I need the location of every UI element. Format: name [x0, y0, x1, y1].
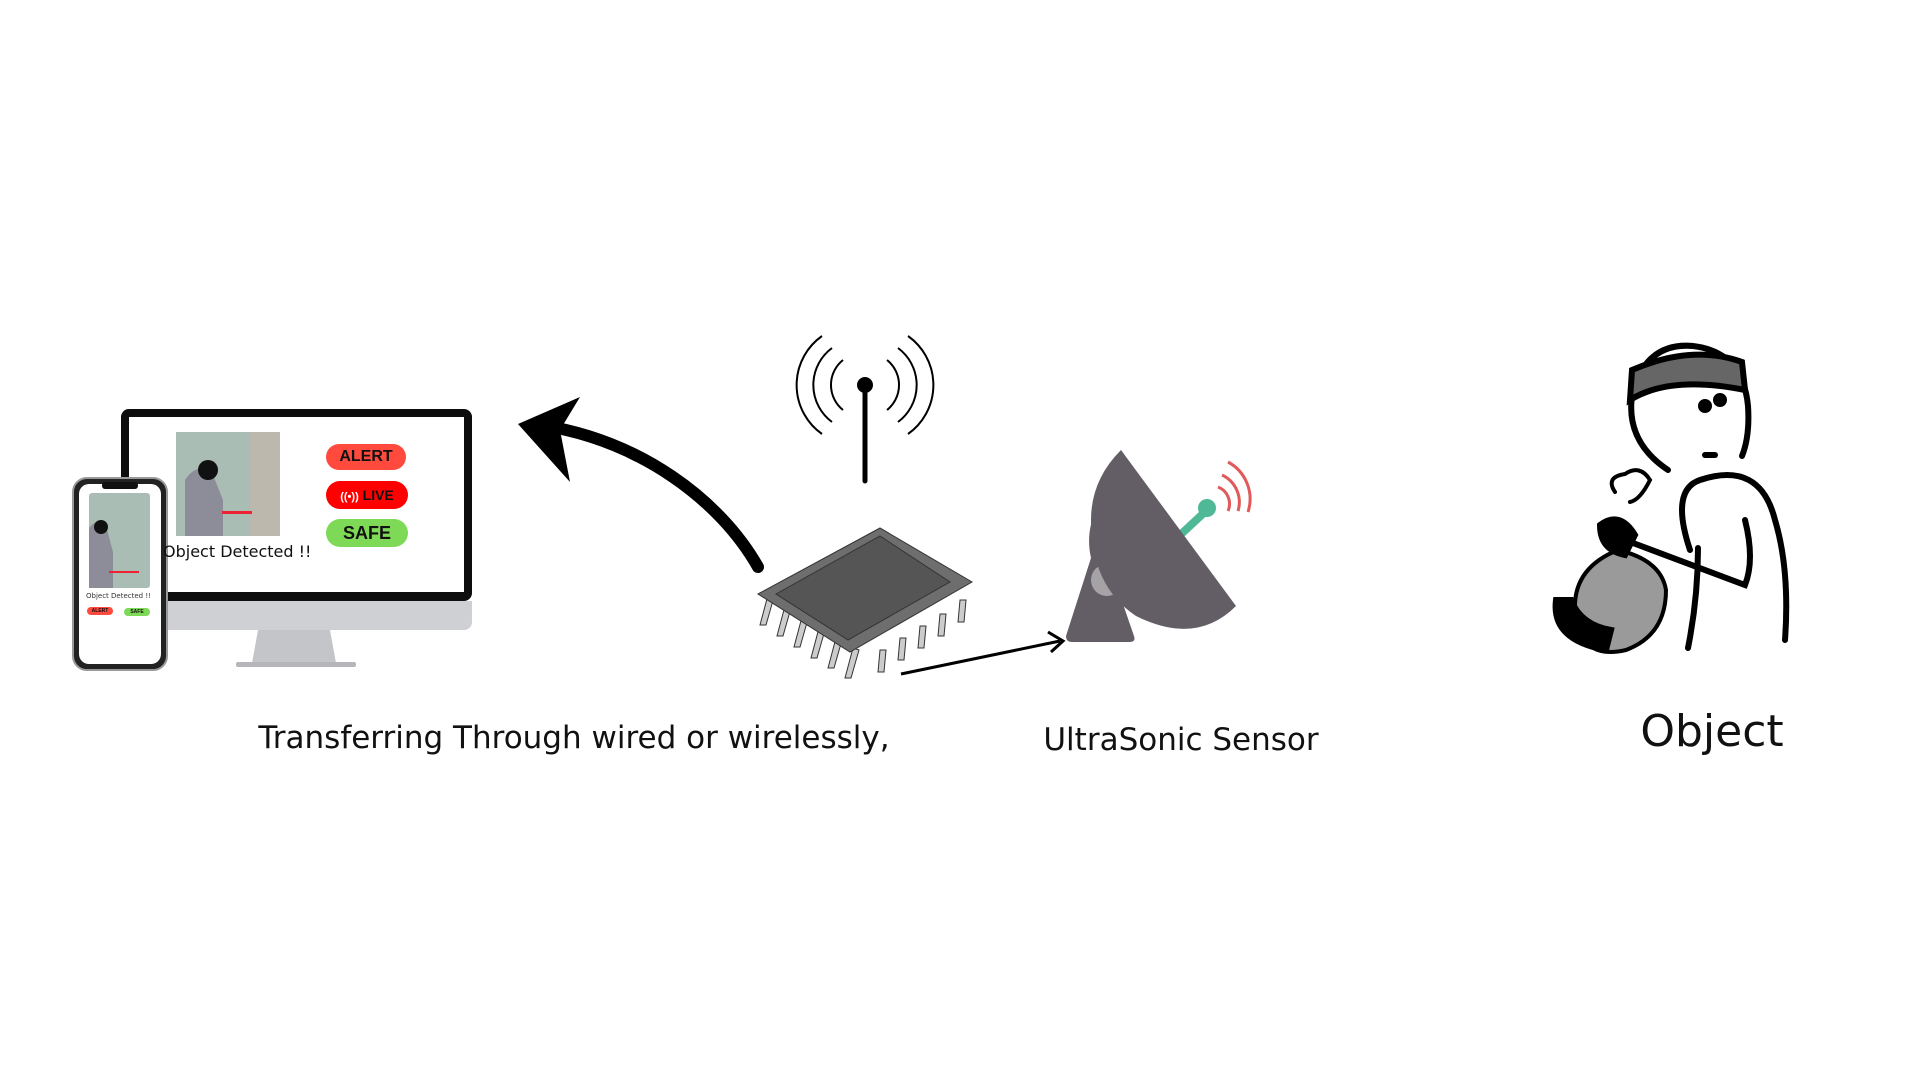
antenna-icon: [795, 335, 935, 484]
monitor-alert-badge: ALERT: [326, 444, 406, 470]
monitor-icon: [121, 409, 472, 667]
phone-caption: Object Detected !!: [86, 592, 151, 600]
microchip-icon: [757, 527, 973, 679]
smartphone-icon: [72, 477, 168, 671]
phone-safe-badge: SAFE: [124, 608, 150, 616]
live-label: LIVE: [362, 487, 394, 503]
curved-arrow-icon: [518, 397, 764, 573]
sensor-label: UltraSonic Sensor: [1043, 722, 1319, 758]
satellite-dish-icon: [1066, 450, 1252, 642]
phone-alert-badge: ALERT: [87, 607, 113, 615]
object-label: Object: [1640, 706, 1784, 757]
monitor-safe-badge: SAFE: [326, 519, 408, 547]
transfer-label: Transferring Through wired or wirelessly…: [258, 720, 890, 756]
arrow-icon: [900, 630, 1066, 676]
monitor-caption: Object Detected !!: [163, 542, 312, 561]
monitor-photo: [176, 432, 280, 536]
monitor-live-badge: ((•)) LIVE: [326, 481, 408, 509]
broadcast-icon: ((•)): [340, 491, 359, 503]
thief-icon: [1552, 342, 1790, 654]
